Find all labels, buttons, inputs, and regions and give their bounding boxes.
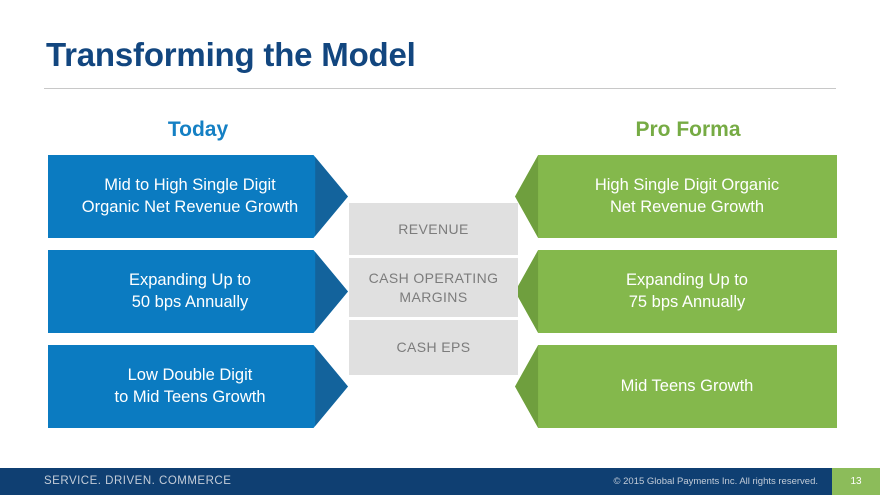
- column-heading-pro-forma: Pro Forma: [635, 118, 741, 141]
- transformation-diagram: Mid to High Single Digit Organic Net Rev…: [48, 155, 837, 428]
- today-callout-cash-eps-line2: to Mid Teens Growth: [114, 387, 266, 406]
- today-callout-margins[interactable]: Expanding Up to 50 bps Annually: [48, 250, 348, 333]
- metric-label-revenue: REVENUE: [349, 203, 518, 255]
- page-title: Transforming the Model: [46, 36, 416, 73]
- proforma-callout-cash-eps[interactable]: Mid Teens Growth: [515, 345, 837, 428]
- arrow-notch-icon: [515, 250, 539, 333]
- footer-bar: SERVICE. DRIVEN. COMMERCE © 2015 Global …: [0, 468, 880, 495]
- proforma-callout-margins[interactable]: Expanding Up to 75 bps Annually: [515, 250, 837, 333]
- today-callout-cash-eps-text: Low Double Digit to Mid Teens Growth: [114, 365, 265, 409]
- today-callout-margins-line1: Expanding Up to: [128, 270, 251, 289]
- today-callout-cash-eps[interactable]: Low Double Digit to Mid Teens Growth: [48, 345, 348, 428]
- metric-label-cash-eps: CASH EPS: [349, 320, 518, 375]
- page-number-badge: 13: [832, 468, 880, 495]
- today-callout-revenue-line1: Mid to High Single Digit: [104, 175, 276, 194]
- today-callout-margins-text: Expanding Up to 50 bps Annually: [129, 270, 251, 314]
- today-callout-margins-line2: 50 bps Annually: [131, 292, 249, 311]
- footer-copyright: © 2015 Global Payments Inc. All rights r…: [613, 476, 819, 487]
- metric-label-cash-operating-margins: CASH OPERATING MARGINS: [349, 258, 518, 317]
- proforma-callout-margins-text: Expanding Up to 75 bps Annually: [626, 270, 748, 314]
- proforma-callout-margins-line2: 75 bps Annually: [628, 292, 746, 311]
- arrow-point-icon: [315, 345, 348, 428]
- today-callout-revenue-text: Mid to High Single Digit Organic Net Rev…: [82, 175, 298, 219]
- metric-label-margins-line1: CASH OPERATING: [368, 270, 499, 287]
- column-heading-today: Today: [167, 118, 229, 141]
- arrow-notch-icon: [515, 345, 539, 428]
- proforma-callout-revenue-text: High Single Digit Organic Net Revenue Gr…: [595, 175, 779, 219]
- arrow-point-icon: [315, 250, 348, 333]
- footer-tagline: SERVICE. DRIVEN. COMMERCE: [44, 475, 232, 487]
- today-callout-cash-eps-line1: Low Double Digit: [127, 365, 253, 384]
- proforma-callout-margins-line1: Expanding Up to: [625, 270, 748, 289]
- today-callout-revenue[interactable]: Mid to High Single Digit Organic Net Rev…: [48, 155, 348, 238]
- metric-label-margins-text: CASH OPERATING MARGINS: [369, 269, 499, 305]
- header-divider: [44, 88, 836, 89]
- arrow-notch-icon: [515, 155, 539, 238]
- proforma-callout-revenue-line2: Net Revenue Growth: [609, 197, 765, 216]
- proforma-callout-revenue-line1: High Single Digit Organic: [594, 175, 780, 194]
- metric-label-margins-line2: MARGINS: [399, 288, 468, 305]
- today-callout-revenue-line2: Organic Net Revenue Growth: [81, 197, 299, 216]
- arrow-point-icon: [315, 155, 348, 238]
- proforma-callout-revenue[interactable]: High Single Digit Organic Net Revenue Gr…: [515, 155, 837, 238]
- proforma-callout-cash-eps-text: Mid Teens Growth: [620, 376, 754, 395]
